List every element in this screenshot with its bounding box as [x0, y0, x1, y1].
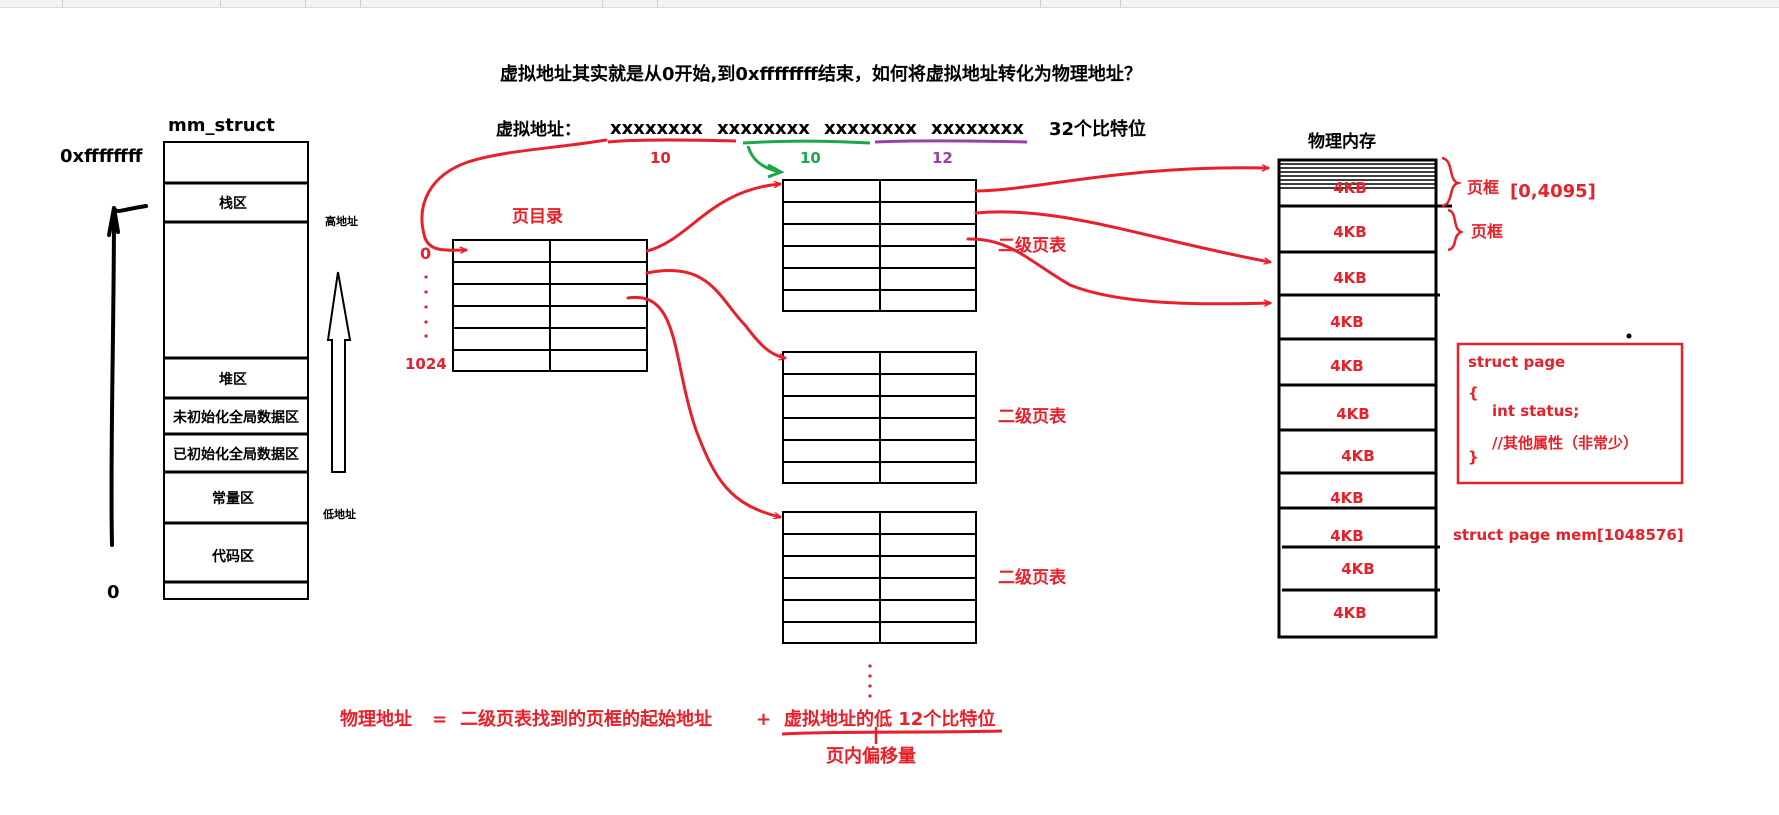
frame-range: [0,4095] [1510, 181, 1596, 202]
tab-divider [602, 0, 603, 7]
mm-region-heap: 堆区 [219, 371, 247, 388]
formula-plus: + [756, 709, 771, 730]
table1-to-frame3-arrow [974, 210, 1272, 262]
struct-line-5: } [1468, 448, 1479, 466]
seg-dir-underline [607, 138, 737, 144]
diagram-title: 虚拟地址其实就是从0开始,到0xffffffff结束，如何将虚拟地址转化为物理地… [500, 63, 1142, 85]
page-directory-index-dots [424, 275, 428, 338]
table1-to-frame1-arrow [974, 168, 1270, 193]
struct-line-3: int status; [1492, 402, 1579, 420]
frame-cell-8: 4KB [1330, 489, 1364, 507]
second-level-label-3: 二级页表 [998, 567, 1067, 588]
frame-cell-10: 4KB [1341, 560, 1375, 578]
vaddr-label: 虚拟地址： [496, 119, 581, 140]
mm-region-stack: 栈区 [219, 195, 247, 212]
address-range-arrow-icon [107, 204, 148, 547]
seg-table-bits: 10 [800, 149, 821, 167]
formula-term-2: 虚拟地址的低 12个比特位 [784, 708, 995, 730]
frame-cell-2: 4KB [1333, 223, 1367, 241]
frame-cell-5: 4KB [1330, 357, 1364, 375]
formula-offset-note: 页内偏移量 [826, 745, 916, 767]
tab-divider [657, 0, 658, 7]
window-top-strip [0, 0, 1779, 8]
page-directory-table [452, 239, 648, 372]
frame-cell-3: 4KB [1333, 269, 1367, 287]
struct-page-mem: struct page mem[1048576] [1453, 526, 1684, 544]
directory-to-table1-arrow [645, 184, 782, 253]
frame-cell-9: 4KB [1330, 527, 1364, 545]
frame-cell-1: 4KB [1333, 179, 1367, 197]
address-growth-arrow-icon [326, 271, 352, 473]
second-level-dots [868, 664, 872, 698]
frame-cell-4: 4KB [1330, 313, 1364, 331]
vaddr-group-4: xxxxxxxx [931, 118, 1024, 139]
seg-offset-underline [874, 139, 1028, 144]
physical-memory-title: 物理内存 [1308, 131, 1376, 152]
mm-bottom-address: 0 [107, 582, 120, 603]
struct-page-box [1456, 342, 1684, 485]
mm-region-code: 代码区 [211, 548, 254, 565]
vaddr-group-2: xxxxxxxx [717, 118, 810, 139]
tab-divider [305, 0, 306, 7]
stray-dot [1626, 333, 1632, 339]
mm-struct-box [163, 141, 309, 600]
directory-to-table2-arrow [645, 269, 787, 358]
tab-divider [220, 0, 221, 7]
second-level-label-2: 二级页表 [998, 406, 1067, 427]
tab-divider [1120, 0, 1121, 7]
frame-cell-6: 4KB [1336, 405, 1370, 423]
mm-region-const: 常量区 [212, 490, 254, 507]
frame-brace-2 [1447, 208, 1465, 252]
seg-dir-bits: 10 [650, 149, 671, 167]
formula-term-1: 二级页表找到的页框的起始地址 [460, 708, 712, 730]
page-directory-index-end: 1024 [405, 355, 447, 373]
mm-region-bss: 未初始化全局数据区 [173, 409, 299, 426]
struct-line-4: //其他属性（非常少） [1492, 434, 1638, 452]
tab-divider [62, 0, 63, 7]
frame-cell-7: 4KB [1341, 447, 1375, 465]
second-level-table-2 [782, 351, 977, 484]
tab-divider [1040, 0, 1041, 7]
tab-divider [360, 0, 361, 7]
frame-cell-11: 4KB [1333, 604, 1367, 622]
second-level-table-1 [782, 179, 977, 312]
frame-label-1: 页框 [1467, 178, 1499, 197]
mm-high-address-label: 高地址 [325, 214, 358, 228]
frame-hatching [1279, 163, 1436, 189]
mm-region-data: 已初始化全局数据区 [173, 446, 299, 463]
mm-region-dividers [164, 181, 308, 584]
seg-table-underline [742, 139, 871, 145]
page-directory-title: 页目录 [512, 207, 563, 227]
formula-equals: = [432, 709, 447, 730]
directory-to-table3-arrow [626, 295, 782, 517]
page-directory-index-start: 0 [420, 244, 431, 263]
mm-low-address-label: 低地址 [322, 507, 356, 521]
physical-memory-box [1277, 158, 1438, 639]
frame-label-2: 页框 [1471, 222, 1503, 241]
frame-dividers [1279, 204, 1452, 592]
vaddr-bits-label: 32个比特位 [1049, 118, 1146, 140]
vaddr-group-1: xxxxxxxx [610, 118, 703, 139]
vaddr-to-directory-arrow [420, 138, 608, 250]
vaddr-group-3: xxxxxxxx [824, 118, 917, 139]
seg-table-arrow [746, 145, 781, 174]
formula-lhs: 物理地址 [340, 708, 412, 730]
mm-struct-title: mm_struct [168, 115, 275, 136]
formula-underline [781, 729, 1003, 736]
frame-brace-1 [1441, 156, 1463, 208]
mm-top-address: 0xffffffff [60, 146, 143, 167]
struct-line-2: { [1468, 384, 1479, 402]
struct-line-1: struct page [1468, 353, 1565, 371]
second-level-table-3 [782, 511, 977, 644]
seg-offset-bits: 12 [932, 149, 953, 167]
table1-to-frame4-arrow [966, 237, 1272, 304]
seg-table-arrowhead [767, 163, 785, 179]
